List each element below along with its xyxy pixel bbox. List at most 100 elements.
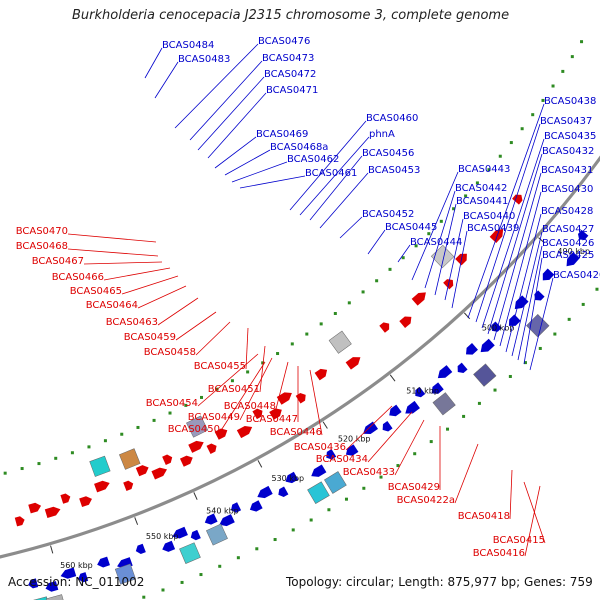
forward-gene-arrow-shape (389, 404, 402, 417)
reverse-gene-arrow-shape (345, 357, 361, 370)
cog-box-rect (473, 363, 497, 387)
gc-dot (327, 508, 331, 512)
reverse-gene-arrow (60, 493, 71, 504)
leader-line (154, 61, 179, 99)
leader-line (175, 311, 217, 341)
gc-dot (567, 317, 571, 321)
gc-dot (70, 451, 74, 455)
reverse-gene-arrow-shape (44, 506, 61, 518)
gc-dot (142, 595, 146, 599)
gc-dot (523, 361, 527, 365)
tick-label: 510 kbp (406, 387, 439, 396)
gc-content-track (3, 40, 599, 599)
reverse-gene-arrow-shape (489, 228, 504, 244)
gc-dot (309, 518, 313, 522)
forward-gene-arrow (542, 268, 555, 281)
cog-box (473, 363, 497, 387)
leader-line (67, 233, 157, 243)
forward-gene-arrow (577, 229, 589, 240)
gc-dot (276, 352, 280, 356)
gc-dot (236, 556, 240, 560)
reverse-gene-arrow-shape (179, 455, 193, 467)
leader-line (231, 161, 288, 183)
forward-gene-arrow (480, 338, 495, 353)
gene-label: BCAS0432 (542, 146, 594, 157)
gene-label: BCAS0442 (455, 183, 507, 194)
gc-dot (375, 279, 379, 283)
gene-label: BCAS0464 (86, 300, 138, 311)
gene-label: BCAS0429 (388, 482, 440, 493)
leader-line (367, 411, 413, 463)
tick-label: 500 kbp (482, 324, 515, 333)
cog-box-rect (328, 330, 352, 354)
gene-label: BCAS0422a (397, 495, 455, 506)
reverse-gene-arrow-shape (188, 440, 204, 453)
cog-box (328, 330, 352, 354)
gc-dot (396, 464, 400, 468)
gene-label: BCAS0415 (493, 535, 545, 546)
gc-dot (168, 411, 172, 415)
reverse-gene-arrow-shape (14, 516, 25, 527)
gene-label: BCAS0446 (270, 427, 322, 438)
forward-gene-arrow-shape (231, 502, 242, 513)
forward-gene-arrow (172, 526, 188, 539)
reverse-gene-arrow-shape (135, 465, 149, 477)
gc-dot (20, 467, 24, 471)
forward-gene-arrow-shape (172, 526, 188, 539)
gc-dot (498, 154, 502, 158)
gene-label: BCAS0451 (208, 384, 260, 395)
cog-box (206, 523, 228, 546)
leader-line (189, 60, 263, 141)
gene-label: BCAS0438 (544, 96, 596, 107)
reverse-gene-arrow (44, 506, 61, 518)
gc-dot (401, 256, 405, 260)
reverse-gene-arrow-shape (214, 428, 228, 440)
leader-line (67, 248, 159, 257)
reverse-gene-arrow-shape (162, 454, 173, 465)
gene-label: BCAS0450 (168, 424, 220, 435)
gc-dot (230, 379, 234, 383)
reverse-gene-arrow-shape (94, 480, 110, 493)
gc-dot (218, 564, 222, 568)
cog-box-rect (119, 448, 141, 470)
leader-line (309, 155, 363, 221)
forward-gene-arrow (382, 421, 393, 432)
forward-gene-arrow (431, 382, 444, 394)
leader-line (481, 138, 545, 329)
forward-gene-arrow-shape (480, 338, 495, 353)
reverse-gene-arrow-shape (276, 392, 292, 405)
gc-dot (291, 528, 295, 532)
gc-dot (464, 194, 468, 198)
leader-line (157, 297, 199, 326)
gc-dot (3, 471, 7, 475)
gene-label: BCAS0430 (541, 184, 593, 195)
reverse-gene-arrow (411, 292, 426, 306)
forward-gene-arrow (415, 386, 426, 398)
forward-gene-arrow (78, 572, 89, 583)
gene-label: BCAS0437 (540, 116, 592, 127)
forward-gene-arrow (363, 421, 379, 435)
forward-gene-arrow (491, 321, 502, 332)
forward-gene-arrow-shape (219, 514, 235, 527)
leader-line (144, 47, 163, 79)
gc-dot (427, 232, 431, 236)
gc-dot (87, 445, 91, 449)
gc-dot (120, 432, 124, 436)
reverse-gene-arrow (276, 392, 292, 405)
reverse-gene-arrow (79, 496, 92, 508)
forward-gene-arrow (135, 543, 146, 555)
leader-line (309, 369, 323, 436)
gc-dot (439, 219, 443, 223)
gc-dot (37, 462, 41, 466)
reverse-gene-arrow-shape (295, 393, 306, 404)
gene-label: BCAS0461 (305, 168, 357, 179)
gc-dot (305, 332, 309, 336)
gene-label: BCAS0436 (294, 442, 346, 453)
reverse-gene-arrow (135, 465, 149, 477)
gene-label: BCAS0466 (52, 272, 104, 283)
cog-box-rect (89, 455, 111, 477)
reverse-gene-arrow-shape (399, 316, 412, 329)
leader-line (394, 419, 425, 476)
gc-dot (462, 414, 466, 418)
forward-gene-arrow-shape (345, 444, 359, 456)
